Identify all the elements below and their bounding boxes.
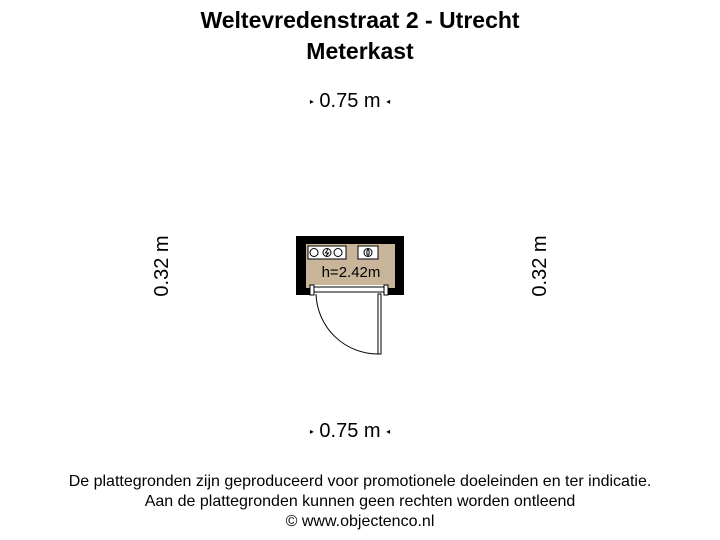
floor-plan: h=2.42m [296, 236, 404, 355]
page-subtitle: Meterkast [306, 38, 414, 64]
door-opening [312, 285, 386, 295]
page-title: Weltevredenstraat 2 - Utrecht [200, 7, 520, 33]
water-drop-icon [366, 248, 370, 257]
door-leaf [377, 293, 382, 355]
meter-dial-icon [333, 248, 343, 257]
dimension-bottom: ▸ 0.75 m ◂ [302, 419, 398, 444]
arrow-right-icon: ▸ [309, 96, 314, 106]
disclaimer-line-1: De plattegronden zijn geproduceerd voor … [68, 473, 652, 490]
door-jamb [383, 284, 389, 296]
lightning-icon [324, 248, 330, 257]
arrow-right-icon: ▸ [309, 426, 314, 436]
door-swing-arc [315, 293, 379, 355]
dimension-right-label: 0.32 m [529, 235, 551, 297]
room-height-label: h=2.42m [322, 264, 381, 281]
door-jamb [309, 284, 315, 296]
arrow-left-icon: ◂ [386, 96, 391, 106]
arrow-left-icon: ◂ [386, 426, 391, 436]
disclaimer-line-2: Aan de plattegronden kunnen geen rechten… [144, 493, 576, 510]
meter-dial-icon [309, 248, 319, 257]
dimension-top: ▸ 0.75 m ◂ [302, 89, 398, 114]
dimension-left-label: 0.32 m [151, 235, 173, 297]
dimension-bottom-label: 0.75 m [319, 420, 381, 442]
copyright-link[interactable]: © www.objectenco.nl [285, 513, 435, 530]
dimension-top-label: 0.75 m [319, 90, 381, 112]
